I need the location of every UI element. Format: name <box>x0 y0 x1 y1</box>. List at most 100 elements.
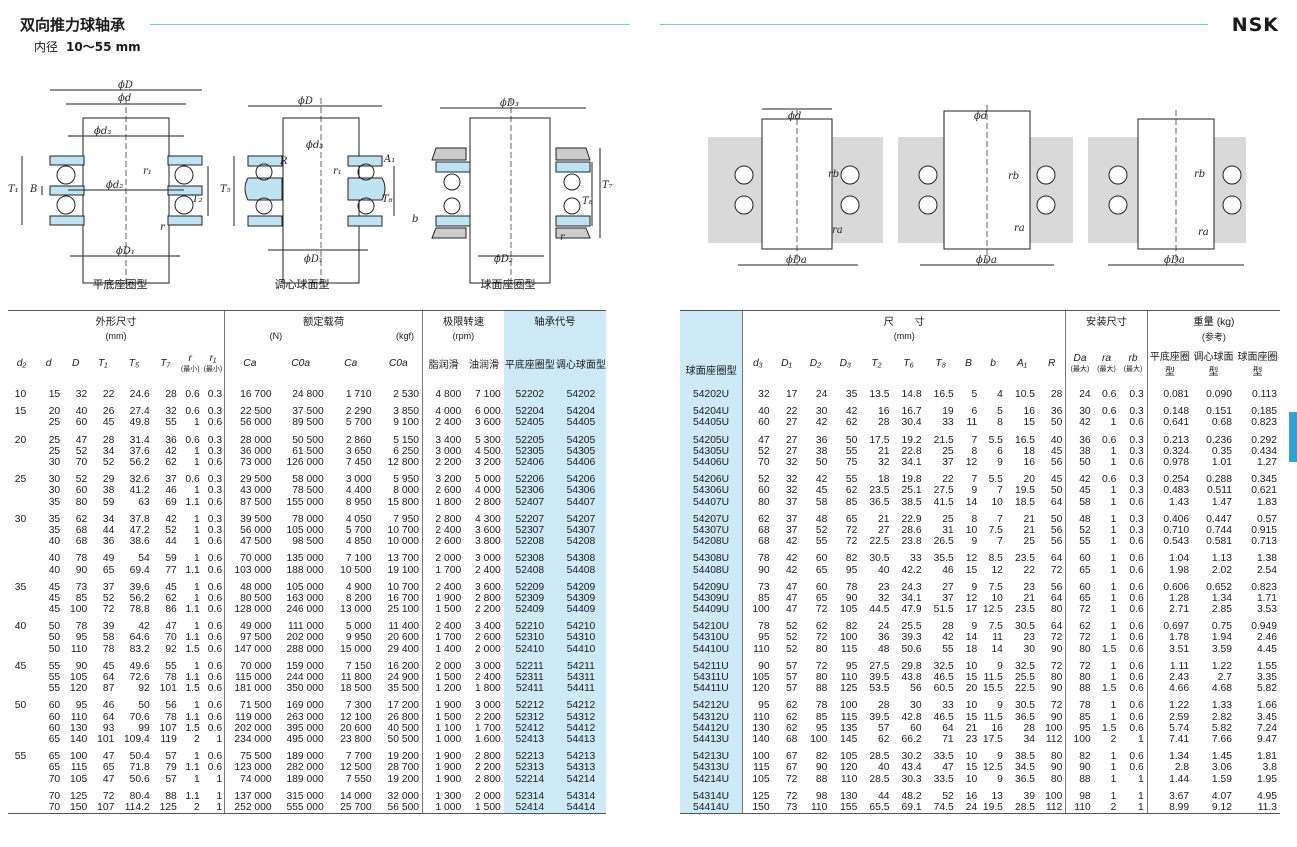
table-cell: 0.254 <box>1146 474 1193 486</box>
table-cell: 0.6 <box>1129 660 1144 672</box>
table-cell: 70 <box>48 801 61 813</box>
table-cell: 54209U <box>680 581 743 593</box>
table-cell: 27.5 <box>869 660 890 672</box>
left-col-header: Ca <box>224 343 275 383</box>
table-cell <box>8 683 35 694</box>
table-cell: 7.41 <box>1146 733 1193 746</box>
table-cell: 70 000 <box>224 660 275 672</box>
table-cell: 54214U <box>680 773 743 785</box>
table-cell: 73 <box>785 801 798 813</box>
table-cell: 28.6 <box>901 524 922 536</box>
table-cell: 70 <box>75 457 88 469</box>
table-cell: 52 <box>942 790 954 802</box>
table-cell: 7 450 <box>345 457 372 469</box>
table-cell: 17.5 <box>982 733 1003 745</box>
table-cell: 28 000 <box>224 434 275 446</box>
table-cell: 1 500 <box>422 604 465 616</box>
table-cell: 1.13 <box>1211 553 1232 565</box>
spacer-cell <box>555 547 606 554</box>
table-cell: 62 <box>165 457 177 469</box>
table-cell: 50 <box>48 632 61 644</box>
table-cell: 100 <box>70 604 88 616</box>
table-cell: 52314 <box>503 790 556 802</box>
table-cell: 7 550 <box>345 773 372 785</box>
spacer-cell <box>503 507 556 514</box>
table-cell: 50 <box>48 643 61 655</box>
mlabel-phiDa-2: ϕDa <box>976 255 997 266</box>
table-cell: 54 <box>138 553 150 565</box>
table-cell: 54311U <box>680 671 743 684</box>
table-cell: 0.6 <box>207 496 223 508</box>
table-cell: 53.5 <box>869 683 890 695</box>
table-cell: 33.5 <box>933 751 954 763</box>
table-cell: 54208U <box>680 536 743 548</box>
spacer-cell <box>555 654 606 661</box>
group-separator <box>8 400 606 407</box>
table-cell: 89 500 <box>292 417 324 429</box>
table-cell: 0.6 <box>1102 474 1117 486</box>
table-cell: 55 <box>48 672 61 684</box>
table-cell: 54212 <box>555 700 606 712</box>
table-cell: 101 <box>97 733 115 745</box>
table-cell: 0.713 <box>1251 536 1277 548</box>
table-cell: 56 <box>910 683 922 695</box>
table-cell: 5 700 <box>345 417 372 429</box>
table-cell: 30 <box>14 513 27 525</box>
spacer-cell <box>555 507 606 514</box>
table-cell: 65 <box>815 564 828 576</box>
table-cell: 1.34 <box>1146 751 1193 763</box>
table-cell <box>8 417 35 428</box>
table-cell: 66.2 <box>901 733 922 745</box>
table-cell: 82 <box>815 751 828 763</box>
table-cell: 9 <box>997 700 1003 712</box>
table-cell: 86 <box>165 604 177 616</box>
table-cell: 21 <box>965 722 978 734</box>
spacer-cell <box>422 507 465 514</box>
table-cell: 0.621 <box>1251 485 1277 497</box>
mlabel-phiDa-1: ϕDa <box>786 255 807 266</box>
table-cell: 92 <box>165 643 177 655</box>
table-cell: 37 <box>165 474 177 486</box>
table-cell: 35.5 <box>933 553 954 565</box>
right-col-header: rb(最大) <box>1119 343 1147 383</box>
spacer-cell <box>422 694 465 701</box>
table-cell: 70.6 <box>129 711 150 723</box>
table-cell: 0.6 <box>1129 683 1144 695</box>
table-cell: 1.11 <box>1146 660 1193 672</box>
table-cell: 62 <box>877 733 890 745</box>
table-cell: 54204U <box>680 406 743 418</box>
table-cell: 90 <box>845 592 858 604</box>
table-cell: 54309 <box>555 592 606 604</box>
table-cell: 7 <box>997 513 1003 525</box>
table-cell: 1 <box>1110 457 1117 469</box>
table-cell: 15 <box>965 672 978 684</box>
table-cell: 29 <box>102 474 115 486</box>
table-cell <box>8 536 35 547</box>
table-cell: 20 <box>14 434 27 446</box>
table-cell: 93 <box>102 722 115 734</box>
table-cell: 80 <box>1050 751 1063 763</box>
spacer-cell <box>503 547 556 554</box>
table-cell: 169 000 <box>286 700 324 712</box>
table-cell: 99 <box>138 722 150 734</box>
table-cell: 55 <box>165 660 177 672</box>
table-cell: 22.5 <box>869 536 890 548</box>
right-col-header: T₈ <box>935 357 946 369</box>
table-cell: 13 700 <box>387 553 420 565</box>
table-cell: 27.5 <box>933 485 954 497</box>
table-cell: 28 <box>165 389 177 401</box>
table-cell: 1 <box>1110 604 1117 616</box>
table-cell: 1 <box>1110 592 1117 604</box>
table-cell: 125 <box>159 801 177 813</box>
table-cell: 8 <box>971 445 978 457</box>
table-cell: 100 <box>840 632 858 644</box>
table-cell: 72 <box>785 790 798 802</box>
table-cell: 60 <box>910 722 922 734</box>
table-cell: 0.68 <box>1211 417 1232 429</box>
table-cell: 0.236 <box>1206 434 1232 446</box>
table-cell: 46.5 <box>933 711 954 723</box>
table-cell: 75 500 <box>224 751 275 763</box>
